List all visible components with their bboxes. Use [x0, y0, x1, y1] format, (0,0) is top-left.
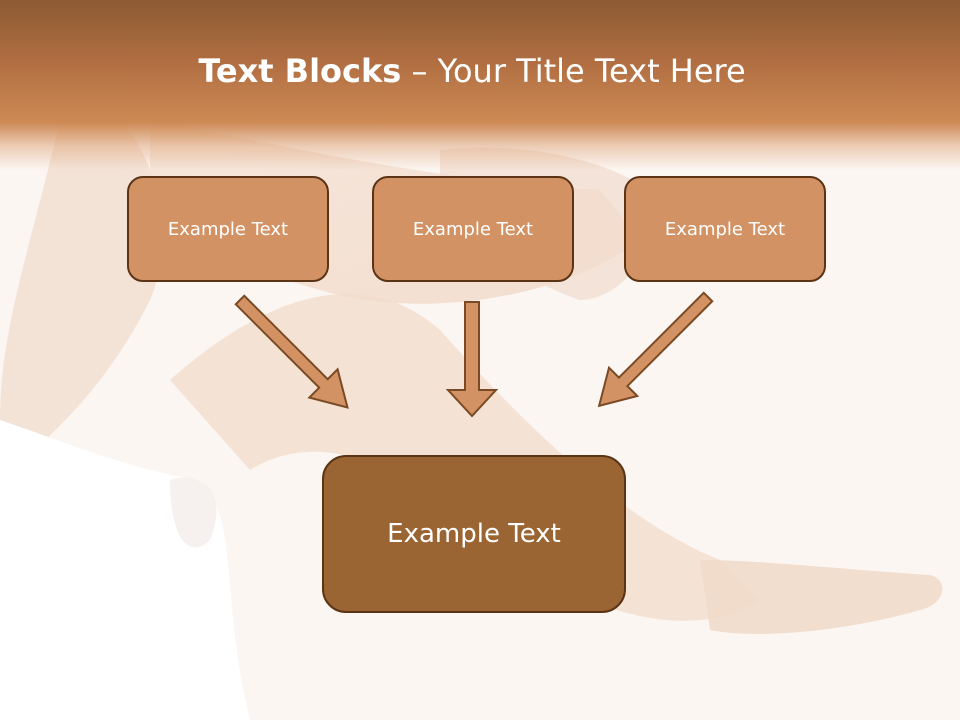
leg-shape-left — [0, 120, 163, 480]
title-rest-part: Your Title Text Here — [437, 52, 746, 90]
text-block-2-label: Example Text — [412, 218, 534, 240]
result-text-block-label: Example Text — [387, 519, 561, 549]
slide-title: Text Blocks – Your Title Text Here — [0, 52, 944, 90]
title-bold-part: Text Blocks — [198, 52, 402, 90]
result-text-block[interactable]: Example Text — [322, 455, 626, 613]
text-block-1[interactable]: Example Text — [127, 176, 329, 282]
foot-shape — [700, 560, 943, 634]
title-separator: – — [401, 52, 438, 90]
towel-fold — [170, 477, 217, 548]
text-block-1-label: Example Text — [167, 218, 289, 240]
text-block-3[interactable]: Example Text — [624, 176, 826, 282]
text-block-2[interactable]: Example Text — [372, 176, 574, 282]
text-block-3-label: Example Text — [664, 218, 786, 240]
header-band — [0, 0, 960, 170]
